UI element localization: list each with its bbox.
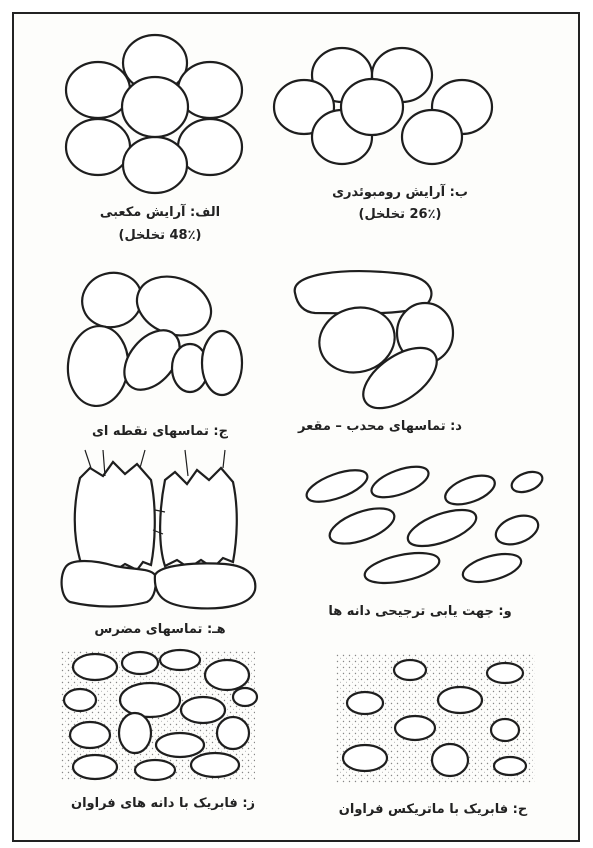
- caption-grain-supported-fabric: ز: فابریک با دانه های فراوان: [48, 796, 278, 811]
- caption-rhombo-line1: ب: آرایش رومبوئدری: [300, 185, 500, 200]
- oriented-grains: [303, 460, 545, 588]
- point-contact-grains: [65, 266, 242, 408]
- panel-grain-supported-fabric: [55, 645, 260, 785]
- cubic-grains: [66, 35, 242, 193]
- panel-matrix-supported-fabric: [330, 648, 540, 788]
- caption-concavo-convex: د: تماسهای محدب – مقعر: [290, 419, 470, 434]
- panel-sutured-contacts: [55, 450, 265, 615]
- caption-cubic-line1: الف: آرایش مکعبی: [70, 205, 250, 220]
- caption-preferred-orientation: و: جهت یابی ترجیحی دانه ها: [300, 604, 540, 619]
- caption-rhombo-line2: (26٪ تخلخل): [300, 207, 500, 222]
- panel-rhombohedral-packing: [272, 45, 502, 175]
- rhombohedral-grains: [274, 48, 492, 164]
- panel-preferred-orientation: [292, 456, 547, 586]
- caption-sutured-contacts: هـ: تماسهای مضرس: [60, 622, 260, 637]
- caption-cubic-line2: (48٪ تخلخل): [70, 228, 250, 243]
- panel-point-contacts: [62, 268, 252, 418]
- panel-concavo-convex: [285, 268, 475, 418]
- concavo-convex-grains: [295, 271, 453, 420]
- sutured-grains: [62, 462, 256, 608]
- caption-matrix-supported-fabric: ح: فابریک با ماتریکس فراوان: [318, 802, 548, 817]
- panel-cubic-packing: [50, 35, 260, 195]
- caption-point-contacts: ج: تماسهای نقطه ای: [60, 424, 260, 439]
